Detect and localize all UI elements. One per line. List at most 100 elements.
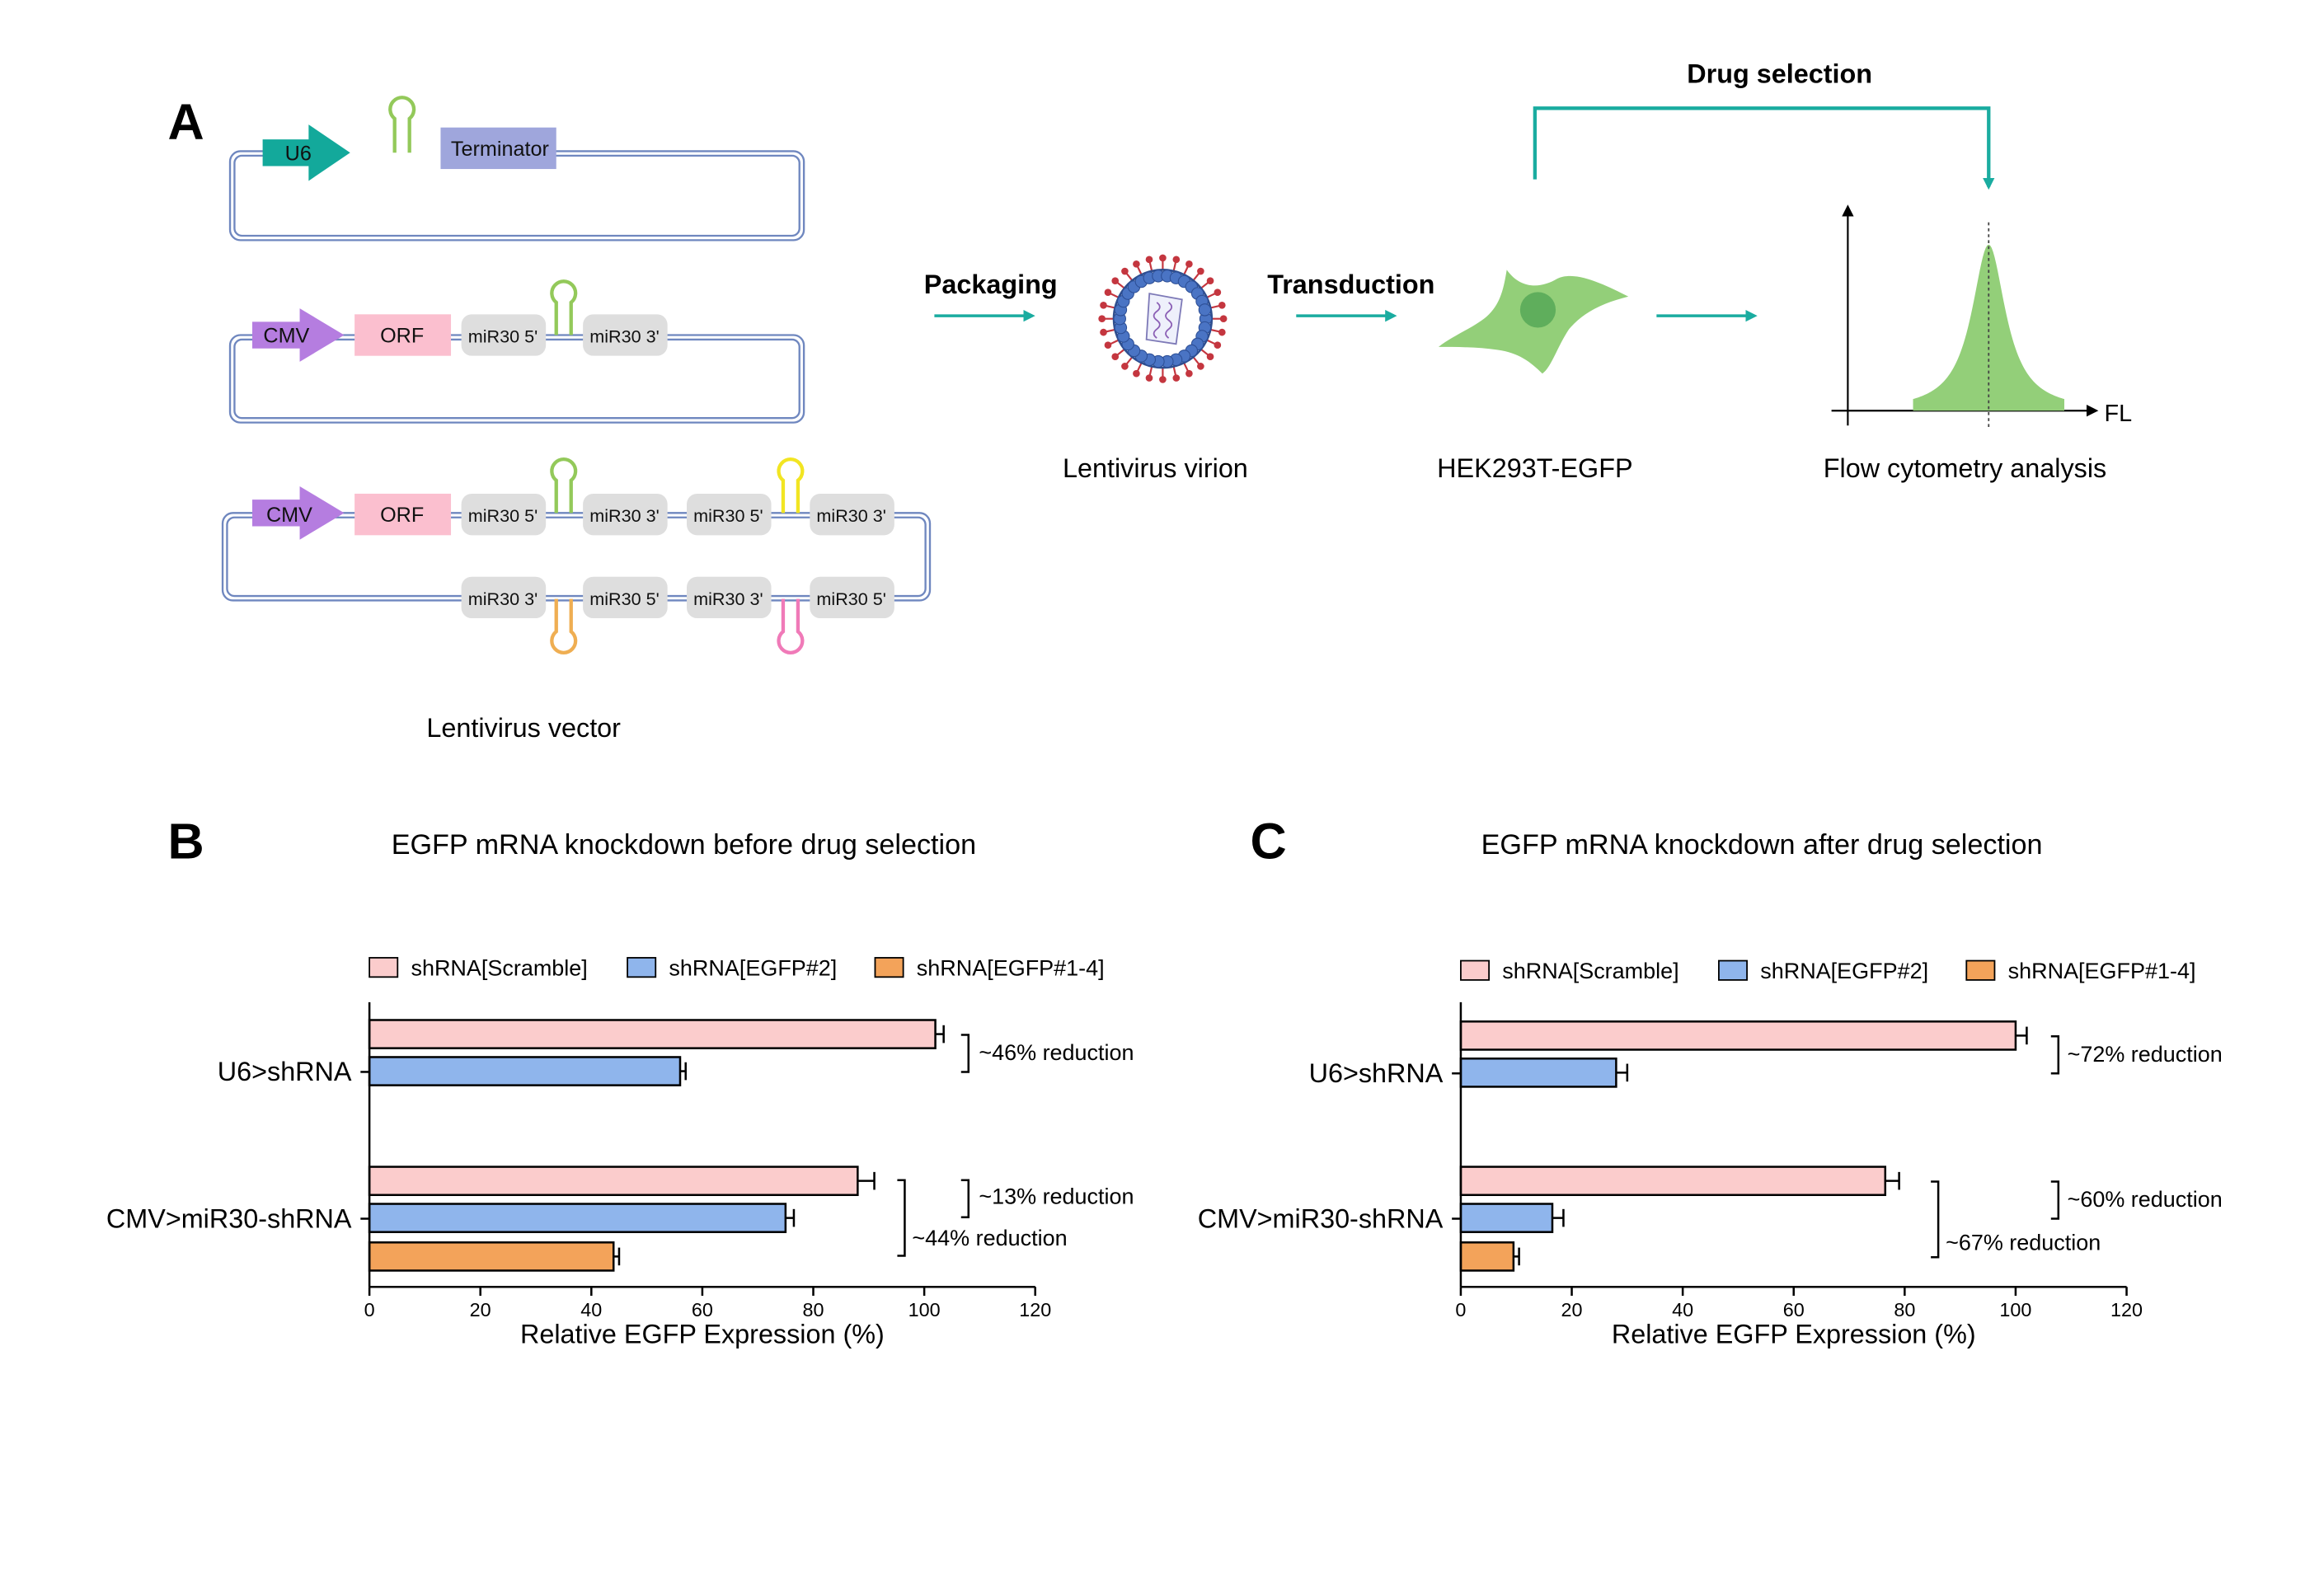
bar-CMV>miR30-shRNA-shRNA[Scramble]	[368, 1166, 859, 1196]
bar-CMV>miR30-shRNA-shRNA[EGFP#1-4]	[368, 1241, 615, 1272]
mir30-box	[687, 576, 772, 619]
mir30-5-label: miR30 5'	[468, 326, 538, 346]
vector-caption: Lentivirus vector	[426, 713, 621, 743]
x-axis-label: Relative EGFP Expression (%)	[1612, 1320, 1976, 1349]
bar-CMV>miR30-shRNA-shRNA[Scramble]	[1459, 1166, 1887, 1196]
panel-b: B EGFP mRNA knockdown before drug select…	[106, 813, 1134, 1349]
cell-caption: HEK293T-EGFP	[1437, 453, 1632, 483]
panel-label-a: A	[167, 94, 204, 150]
reduction-bracket	[1931, 1180, 1940, 1259]
bar-U6>shRNA-shRNA[Scramble]	[368, 1019, 937, 1049]
category-label: U6>shRNA	[218, 1057, 352, 1086]
mir30-box	[461, 493, 547, 536]
mir30-label: miR30 3'	[589, 505, 659, 526]
hairpin-icon	[777, 457, 805, 514]
x-tick-label: 20	[1561, 1299, 1583, 1320]
mir30-label: miR30 5'	[589, 589, 659, 609]
mir30-label: miR30 5'	[468, 505, 538, 526]
legend-b: shRNA[Scramble]shRNA[EGFP#2]shRNA[EGFP#1…	[369, 956, 1105, 981]
legend-swatch	[1460, 959, 1491, 981]
x-tick-label: 80	[803, 1299, 824, 1320]
mir30-label: miR30 3'	[468, 589, 538, 609]
terminator-box	[440, 127, 556, 170]
x-tick-label: 60	[1783, 1299, 1805, 1320]
vector-cmv-mir30-multi: CMV ORF miR30 5' miR30 3' miR30 5' miR30…	[221, 457, 932, 654]
reduction-annotation: ~72% reduction	[2068, 1042, 2223, 1067]
drug-selection-bracket-arrow	[1533, 106, 1995, 190]
vector-cmv-mir30: CMV ORF miR30 5' miR30 3'	[228, 279, 805, 424]
packaging-label: Packaging	[924, 270, 1058, 299]
legend-swatch	[627, 957, 657, 978]
hek293t-cell-icon	[1438, 270, 1629, 374]
fluorescence-peak	[1913, 244, 2064, 411]
bar-U6>shRNA-shRNA[EGFP#2]	[1459, 1058, 1617, 1088]
mir30-box	[461, 576, 547, 619]
transduction-label: Transduction	[1267, 270, 1434, 299]
bar-U6>shRNA-shRNA[EGFP#2]	[368, 1056, 682, 1086]
mir30-label: miR30 3'	[816, 505, 885, 526]
mir30-label: miR30 3'	[693, 589, 763, 609]
cmv-label: CMV	[266, 504, 312, 527]
bar-CMV>miR30-shRNA-shRNA[EGFP#1-4]	[1459, 1241, 1515, 1272]
x-tick-label: 120	[2110, 1299, 2143, 1320]
virion-caption: Lentivirus virion	[1063, 453, 1248, 483]
flow-caption: Flow cytometry analysis	[1824, 453, 2106, 483]
mir30-box	[583, 493, 668, 536]
x-tick-label: 120	[1019, 1299, 1051, 1320]
x-tick-label: 100	[1999, 1299, 2031, 1320]
mir30-3-label: miR30 3'	[589, 326, 659, 346]
x-tick-label: 0	[364, 1299, 375, 1320]
orf-box	[354, 493, 452, 536]
panel-label-c: C	[1251, 813, 1287, 869]
hairpin-icon	[550, 457, 578, 514]
cmv-label: CMV	[263, 324, 309, 347]
bar-CMV>miR30-shRNA-shRNA[EGFP#2]	[368, 1203, 787, 1233]
x-tick-label: 0	[1455, 1299, 1466, 1320]
category-label: U6>shRNA	[1309, 1058, 1444, 1088]
u6-promoter-arrow	[262, 124, 350, 181]
mir30-label: miR30 5'	[693, 505, 763, 526]
legend-swatch	[369, 957, 399, 978]
legend-label: shRNA[EGFP#1-4]	[2008, 959, 2196, 983]
mir30-box	[810, 493, 894, 536]
reduction-annotation: ~44% reduction	[912, 1226, 1067, 1250]
mir30-label: miR30 5'	[816, 589, 885, 609]
drug-selection-label: Drug selection	[1687, 59, 1872, 89]
legend-swatch	[1965, 959, 1996, 981]
flow-cytometry-histogram: FL	[1831, 204, 2132, 430]
bar-U6>shRNA-shRNA[Scramble]	[1459, 1020, 2017, 1051]
reduction-annotation: ~13% reduction	[979, 1184, 1134, 1209]
reduction-bracket	[960, 1179, 970, 1218]
panel-label-b: B	[167, 813, 204, 869]
mir30-3-box	[583, 314, 668, 356]
vector-u6: U6 Terminator	[228, 96, 805, 242]
reduction-bracket	[2050, 1180, 2060, 1220]
x-tick-label: 60	[692, 1299, 713, 1320]
hairpin-icon	[777, 598, 805, 654]
chart-title-b: EGFP mRNA knockdown before drug selectio…	[392, 829, 976, 861]
legend-swatch	[1718, 959, 1748, 981]
x-tick-label: 100	[908, 1299, 941, 1320]
reduction-bracket	[897, 1179, 906, 1257]
u6-label: U6	[285, 142, 312, 165]
reduction-annotation: ~67% reduction	[1946, 1230, 2101, 1255]
legend-label: shRNA[Scramble]	[1502, 959, 1678, 983]
orf-label: ORF	[380, 504, 424, 527]
x-tick-label: 40	[1672, 1299, 1693, 1320]
panel-a: A U6 Terminator CMV ORF miR30 5' miR30 3…	[167, 59, 2132, 743]
hairpin-icon	[550, 598, 578, 654]
legend-label: shRNA[Scramble]	[411, 956, 587, 981]
reduction-annotation: ~46% reduction	[979, 1040, 1134, 1065]
terminator-label: Terminator	[451, 138, 549, 161]
reduction-bracket	[2050, 1035, 2060, 1075]
legend-swatch	[874, 957, 904, 978]
hairpin-icon	[388, 96, 416, 153]
mir30-box	[583, 576, 668, 619]
category-label: CMV>miR30-shRNA	[1198, 1203, 1444, 1233]
legend-label: shRNA[EGFP#2]	[1760, 959, 1928, 983]
orf-label: ORF	[380, 324, 424, 347]
reduction-annotation: ~60% reduction	[2068, 1187, 2223, 1212]
category-label: CMV>miR30-shRNA	[106, 1203, 352, 1233]
